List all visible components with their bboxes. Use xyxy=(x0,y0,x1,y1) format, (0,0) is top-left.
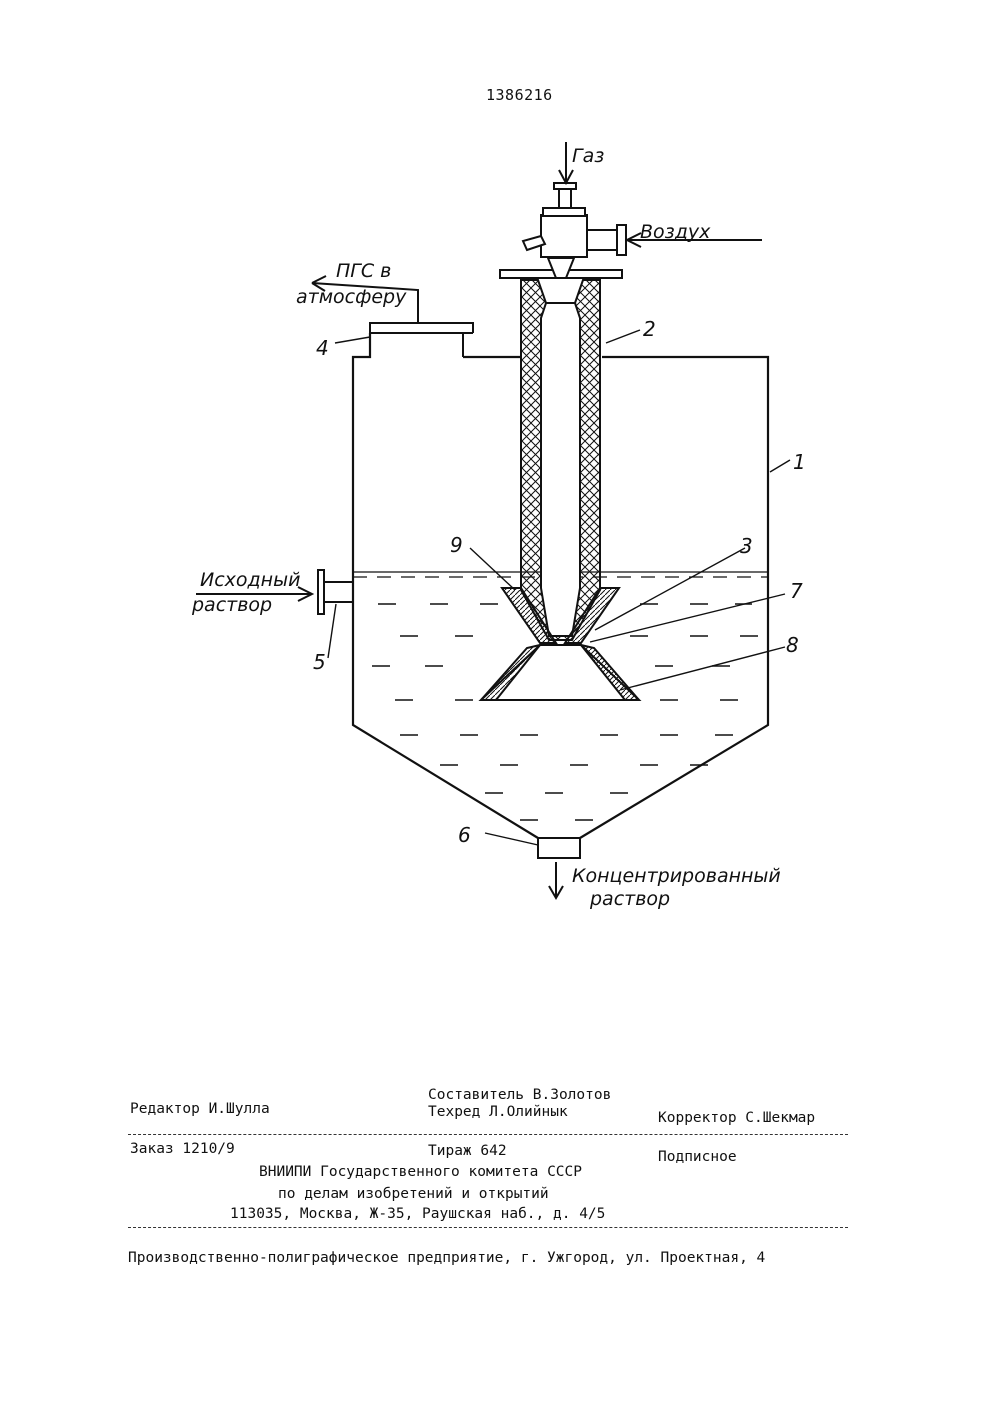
burner-tube xyxy=(520,279,601,641)
product-outlet xyxy=(537,837,581,900)
org-line3: 113035, Москва, Ж-35, Раушская наб., д. … xyxy=(230,1206,606,1222)
part-number-4: 4 xyxy=(316,336,329,360)
editor: Редактор И.Шулла xyxy=(130,1101,270,1117)
burner-head xyxy=(499,182,627,279)
part-number-5: 5 xyxy=(313,650,326,674)
exhaust-label-line1: ПГС в xyxy=(336,260,391,282)
air-label: Воздух xyxy=(640,221,711,243)
part-number-3: 3 xyxy=(740,534,753,558)
part-number-1: 1 xyxy=(793,450,806,474)
part-number-7: 7 xyxy=(790,579,803,603)
diffuser-8 xyxy=(478,643,642,701)
gas-arrow xyxy=(558,142,574,186)
exhaust-outlet xyxy=(311,275,474,357)
divider-top xyxy=(128,1134,848,1135)
liquid-dashes xyxy=(372,603,758,821)
compiler: Составитель В.Золотов xyxy=(428,1087,612,1103)
gas-label: Газ xyxy=(572,145,604,167)
exhaust-label-line2: атмосферу xyxy=(296,286,407,308)
corrector: Корректор С.Шекмар xyxy=(658,1110,816,1126)
techred: Техред Л.Олийнык xyxy=(428,1104,568,1120)
feed-inlet xyxy=(196,569,353,615)
product-label-line2: раствор xyxy=(589,888,670,910)
part-number-9: 9 xyxy=(450,533,463,557)
cone-3 xyxy=(500,587,621,644)
vessel-body xyxy=(351,333,770,839)
part-number-2: 2 xyxy=(643,317,656,341)
printer: Производственно-полиграфическое предприя… xyxy=(128,1250,766,1266)
order: Заказ 1210/9 xyxy=(130,1141,235,1157)
product-label-line1: Концентрированный xyxy=(572,865,781,887)
subscription: Подписное xyxy=(658,1149,737,1165)
leader-lines xyxy=(327,329,791,846)
air-arrow xyxy=(624,232,762,248)
feed-label-line2: раствор xyxy=(191,594,272,616)
feed-label-line1: Исходный xyxy=(200,569,300,591)
circulation: Тираж 642 xyxy=(428,1143,507,1159)
patent-number: 1386216 xyxy=(486,86,553,104)
org-line2: по делам изобретений и открытий xyxy=(278,1186,549,1202)
part-number-8: 8 xyxy=(786,633,799,657)
part-number-6: 6 xyxy=(458,823,471,847)
org-line1: ВНИИПИ Государственного комитета СССР xyxy=(259,1164,583,1180)
divider-bottom xyxy=(128,1227,848,1228)
